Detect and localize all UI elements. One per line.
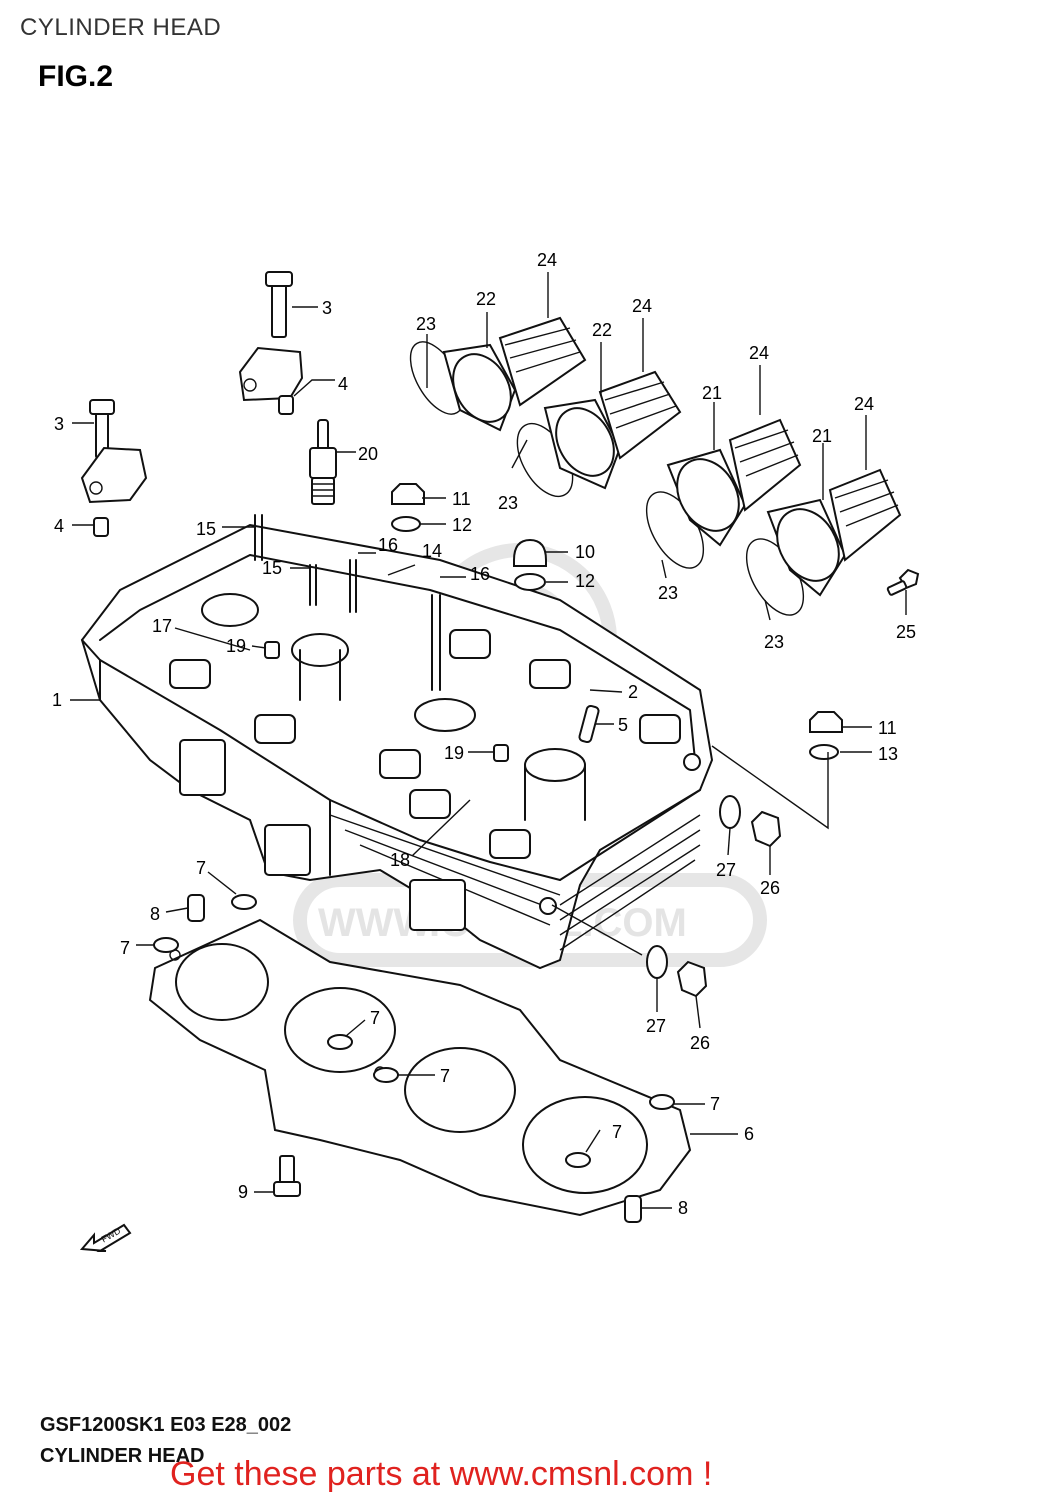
callout-4: 4 bbox=[54, 516, 64, 536]
fwd-arrow-icon: FWD bbox=[80, 1223, 132, 1252]
callout-labels: 3 4 3 4 20 11 12 10 12 15 15 16 16 14 17… bbox=[52, 250, 916, 1218]
head-gasket bbox=[148, 918, 692, 1217]
callout-10: 10 bbox=[575, 542, 595, 562]
callout-24: 24 bbox=[537, 250, 557, 270]
callout-16: 16 bbox=[378, 535, 398, 555]
callout-19: 19 bbox=[444, 743, 464, 763]
callout-26: 26 bbox=[760, 878, 780, 898]
intake-pipes bbox=[409, 316, 902, 616]
callout-16: 16 bbox=[470, 564, 490, 584]
callout-6: 6 bbox=[744, 1124, 754, 1144]
callout-11: 11 bbox=[878, 718, 897, 738]
callout-7: 7 bbox=[196, 858, 206, 878]
bolt-9 bbox=[273, 1155, 301, 1197]
callout-23: 23 bbox=[416, 314, 436, 334]
nuts-and-washers bbox=[391, 483, 843, 760]
figure-label: FIG.2 bbox=[38, 60, 114, 93]
callout-7: 7 bbox=[370, 1008, 380, 1028]
small-fittings bbox=[264, 641, 600, 762]
callout-15: 15 bbox=[196, 519, 216, 539]
callout-3: 3 bbox=[54, 414, 64, 434]
callout-17: 17 bbox=[152, 616, 172, 636]
callout-12: 12 bbox=[575, 571, 595, 591]
diagram-code: GSF1200SK1 E03 E28_002 bbox=[40, 1414, 292, 1436]
cam-holder-upper bbox=[238, 271, 304, 415]
callout-3: 3 bbox=[322, 298, 332, 318]
callout-14: 14 bbox=[422, 541, 442, 561]
callout-21: 21 bbox=[702, 383, 722, 403]
callout-15: 15 bbox=[262, 558, 282, 578]
spark-plug bbox=[309, 419, 337, 505]
callout-7: 7 bbox=[612, 1122, 622, 1142]
callout-26: 26 bbox=[690, 1033, 710, 1053]
callout-24: 24 bbox=[632, 296, 652, 316]
callout-5: 5 bbox=[618, 715, 628, 735]
callout-21: 21 bbox=[812, 426, 832, 446]
callout-27: 27 bbox=[646, 1016, 666, 1036]
callout-8: 8 bbox=[150, 904, 160, 924]
callout-25: 25 bbox=[896, 622, 916, 642]
callout-23: 23 bbox=[764, 632, 784, 652]
callout-13: 13 bbox=[878, 744, 898, 764]
callout-4: 4 bbox=[338, 374, 348, 394]
callout-23: 23 bbox=[658, 583, 678, 603]
callout-18: 18 bbox=[390, 850, 410, 870]
drain-bolts bbox=[646, 795, 782, 998]
callout-23: 23 bbox=[498, 493, 518, 513]
promo-link[interactable]: Get these parts at www.cmsnl.com ! bbox=[170, 1455, 713, 1493]
diagram-title: CYLINDER HEAD bbox=[40, 1445, 205, 1467]
callout-7: 7 bbox=[710, 1094, 720, 1114]
callout-22: 22 bbox=[476, 289, 496, 309]
callout-9: 9 bbox=[238, 1182, 248, 1202]
callout-8: 8 bbox=[678, 1198, 688, 1218]
callout-1: 1 bbox=[52, 690, 62, 710]
cylinder-head bbox=[80, 514, 714, 970]
callout-27: 27 bbox=[716, 860, 736, 880]
callout-7: 7 bbox=[120, 938, 130, 958]
callout-12: 12 bbox=[452, 515, 472, 535]
cam-holder-lower bbox=[80, 399, 148, 537]
bolt-25 bbox=[886, 568, 920, 596]
callout-22: 22 bbox=[592, 320, 612, 340]
callout-19: 19 bbox=[226, 636, 246, 656]
callout-20: 20 bbox=[358, 444, 378, 464]
leader-lines bbox=[70, 272, 907, 1209]
callout-2: 2 bbox=[628, 682, 638, 702]
callout-24: 24 bbox=[854, 394, 874, 414]
page-header: CYLINDER HEAD bbox=[20, 14, 222, 41]
callout-24: 24 bbox=[749, 343, 769, 363]
callout-11: 11 bbox=[452, 489, 471, 509]
callout-7: 7 bbox=[440, 1066, 450, 1086]
